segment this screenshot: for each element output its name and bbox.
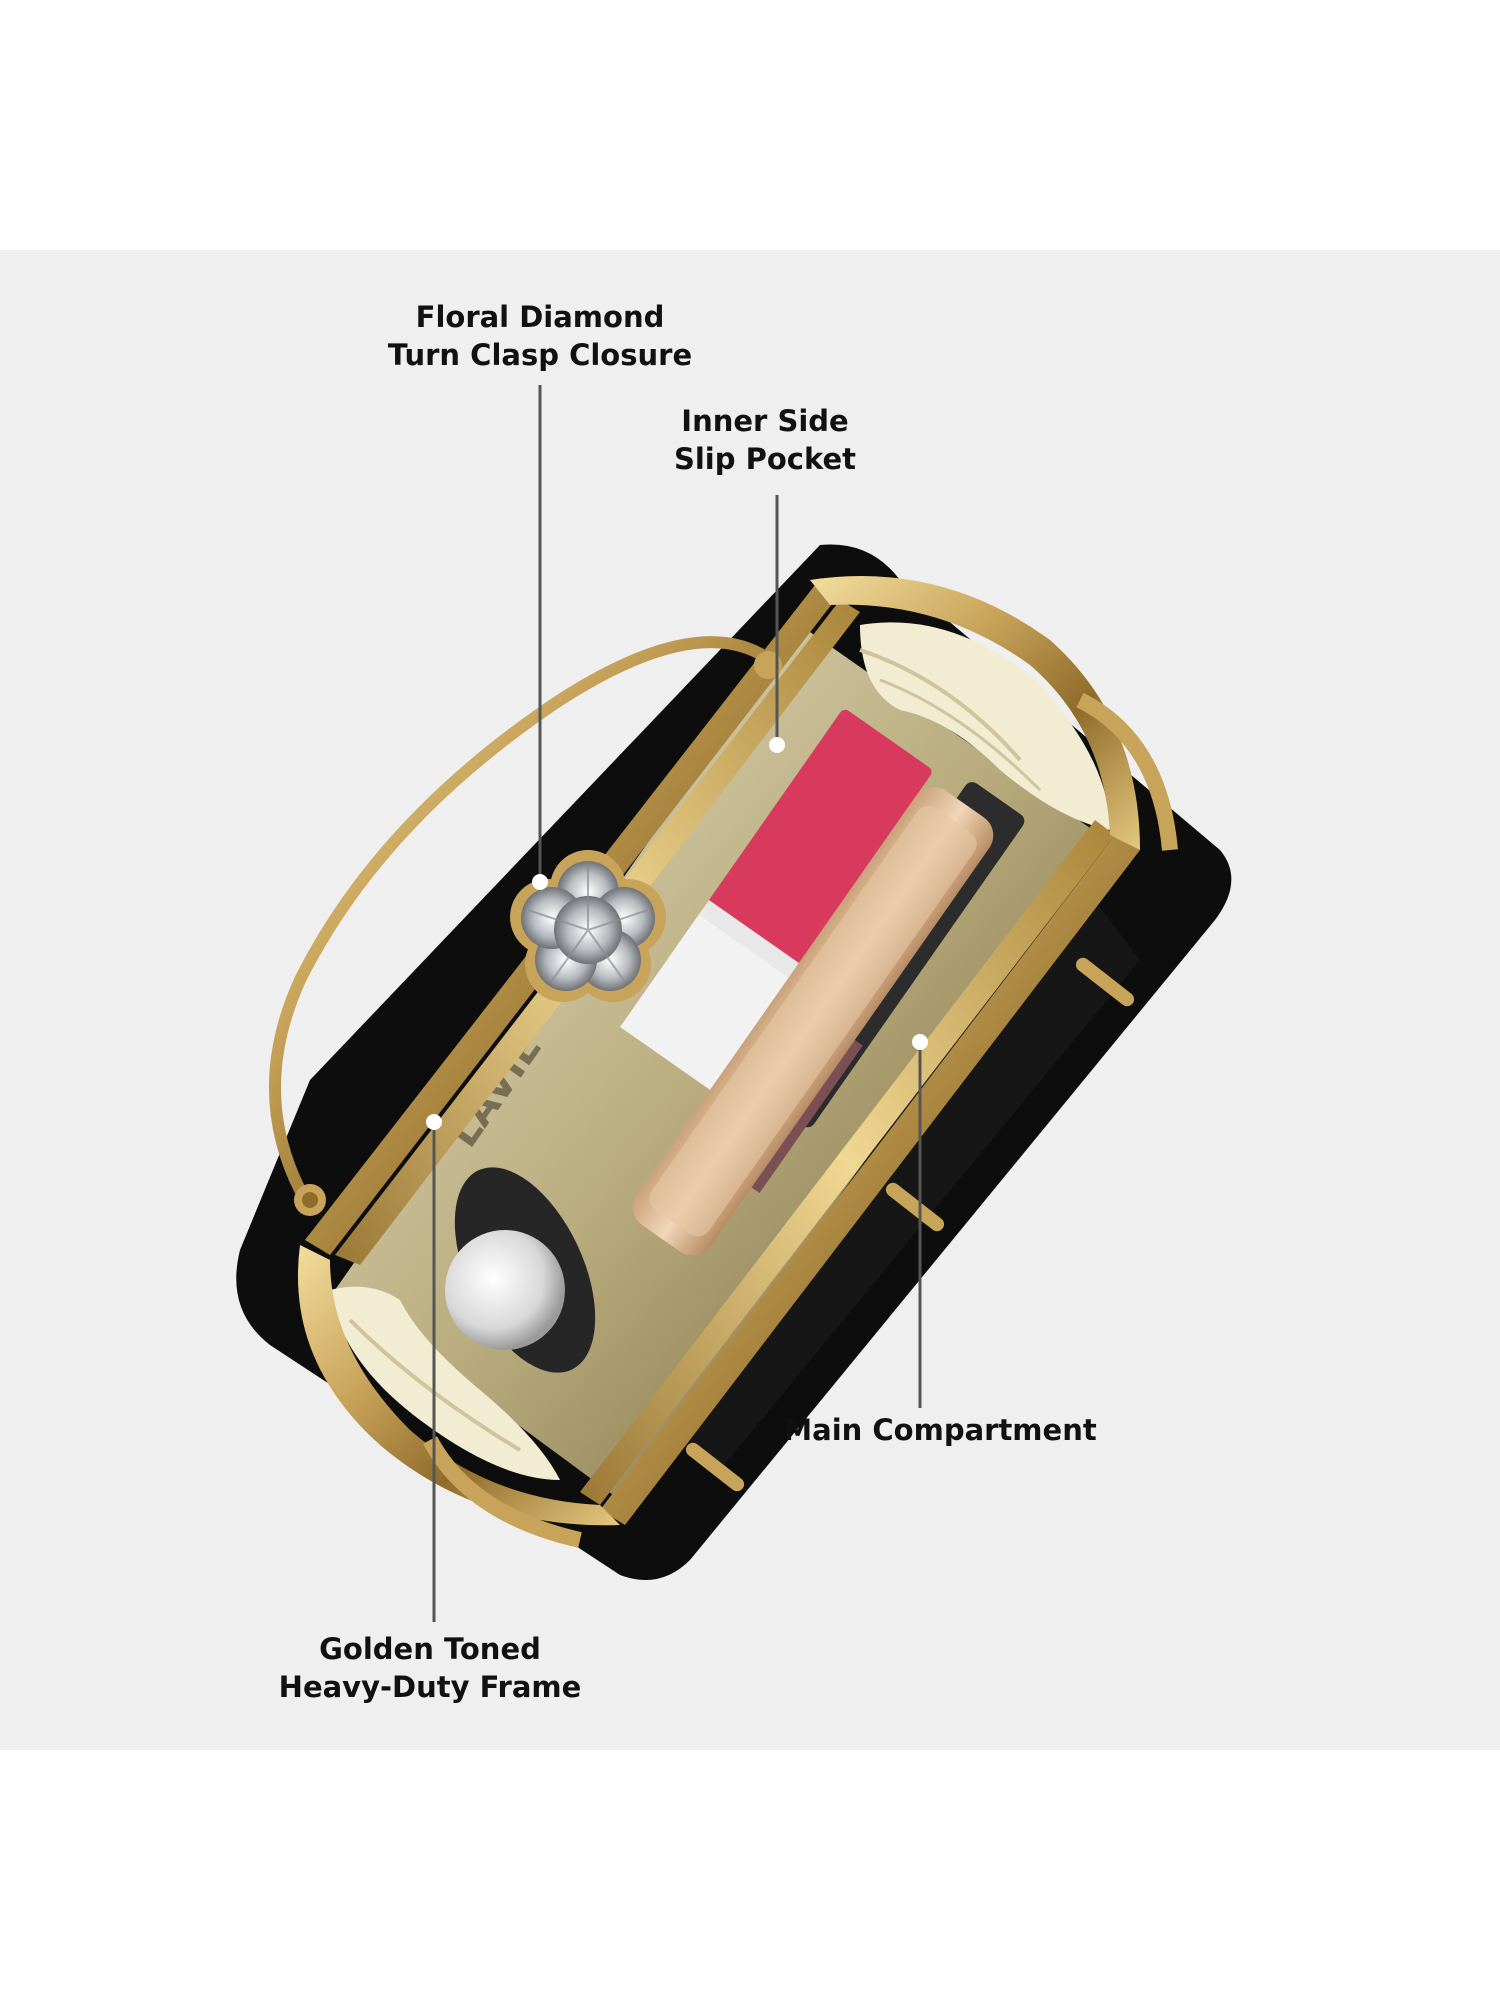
clasp-callout-label: Floral Diamond Turn Clasp Closure xyxy=(380,298,700,374)
frame-callout-line-2: Heavy-Duty Frame xyxy=(278,1670,582,1704)
compartment-callout-line-1: Main Compartment xyxy=(783,1413,1097,1447)
leader-lines xyxy=(426,385,928,1622)
side-gusset xyxy=(330,622,1110,1480)
frame-callout-label: Golden Toned Heavy-Duty Frame xyxy=(270,1630,590,1706)
compartment-callout-label: Main Compartment xyxy=(780,1411,1100,1449)
compartment-pointer-dot xyxy=(912,1034,928,1050)
frame-callout-line-1: Golden Toned xyxy=(319,1632,541,1666)
clasp-pointer-dot xyxy=(532,874,548,890)
pocket-callout-line-2: Slip Pocket xyxy=(673,442,857,476)
bag-contents xyxy=(445,709,1025,1373)
pocket-callout-label: Inner Side Slip Pocket xyxy=(650,402,880,478)
clasp-callout-line-2: Turn Clasp Closure xyxy=(387,338,693,372)
handle xyxy=(269,636,782,1216)
clasp-callout-line-1: Floral Diamond xyxy=(415,300,665,334)
floral-diamond-clasp xyxy=(510,850,666,1002)
pocket-callout-line-1: Inner Side xyxy=(681,404,849,438)
frame-pointer-dot xyxy=(426,1114,442,1130)
pocket-pointer-dot xyxy=(769,737,785,753)
